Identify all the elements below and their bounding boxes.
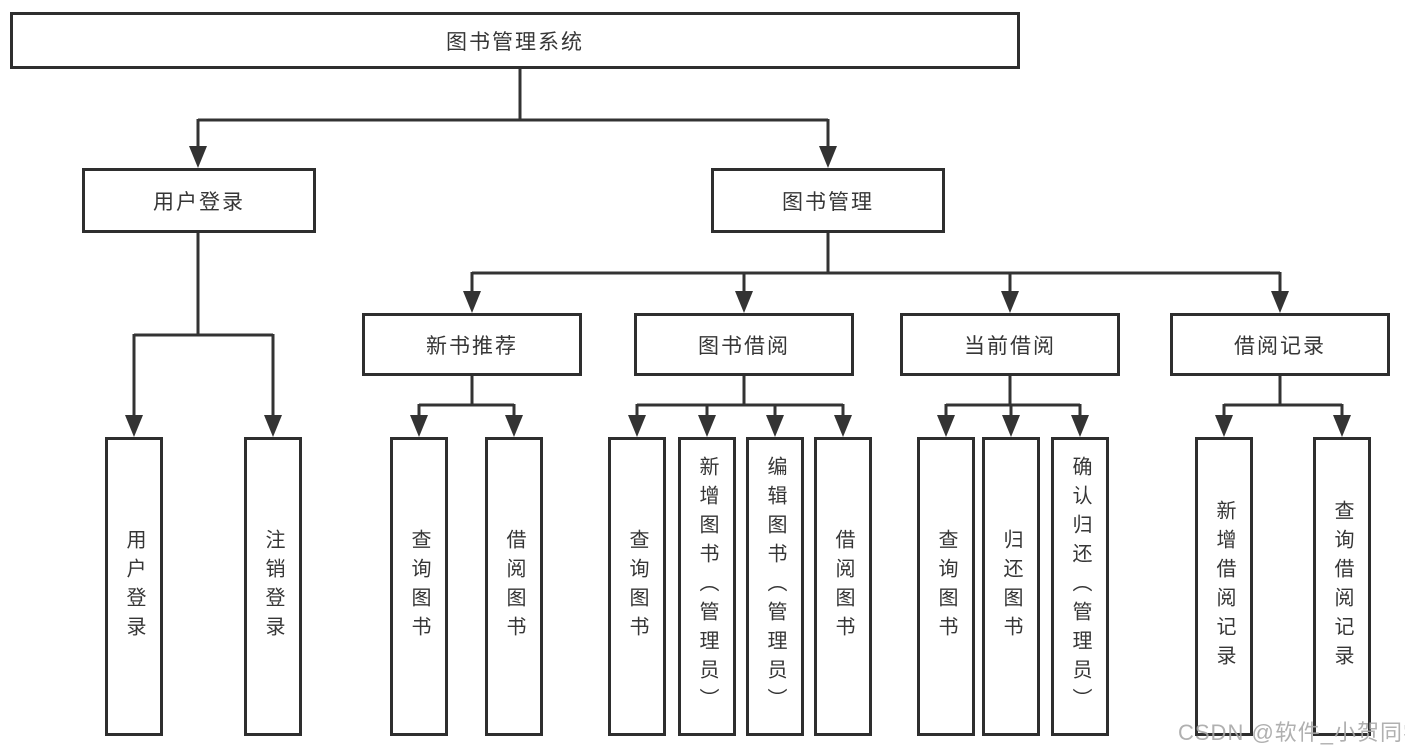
leaf-query-books-current: 查询图书 <box>917 437 975 736</box>
leaf-query-books-recommend: 查询图书 <box>390 437 448 736</box>
node-new-book-recommend: 新书推荐 <box>362 313 582 376</box>
csdn-watermark: CSDN @软件_小贺同学 <box>1178 720 1405 745</box>
node-current-borrow: 当前借阅 <box>900 313 1120 376</box>
node-label: 新书推荐 <box>426 334 518 358</box>
node-label: 图书借阅 <box>698 334 790 358</box>
node-book-management: 图书管理 <box>711 168 945 233</box>
node-label: 新增图书（管理员） <box>696 456 718 717</box>
node-label: 归还图书 <box>1000 528 1022 645</box>
node-label: 查询图书 <box>935 528 957 645</box>
node-label: 查询图书 <box>626 528 648 645</box>
node-label: 用户登录 <box>123 528 145 645</box>
node-library-management-system: 图书管理系统 <box>10 12 1020 69</box>
leaf-query-books-borrow: 查询图书 <box>608 437 666 736</box>
leaf-return-books: 归还图书 <box>982 437 1040 736</box>
node-label: 借阅图书 <box>503 528 525 645</box>
leaf-borrow-books-recommend: 借阅图书 <box>485 437 543 736</box>
leaf-query-borrow-record: 查询借阅记录 <box>1313 437 1371 736</box>
leaf-confirm-return-admin: 确认归还（管理员） <box>1051 437 1109 736</box>
node-label: 图书管理 <box>782 190 874 214</box>
node-label: 编辑图书（管理员） <box>764 456 786 717</box>
node-label: 确认归还（管理员） <box>1069 456 1091 717</box>
node-label: 查询图书 <box>408 528 430 645</box>
node-label: 查询借阅记录 <box>1331 499 1353 674</box>
leaf-add-books-admin: 新增图书（管理员） <box>678 437 736 736</box>
node-label: 借阅记录 <box>1234 334 1326 358</box>
leaf-add-borrow-record: 新增借阅记录 <box>1195 437 1253 736</box>
leaf-user-login: 用户登录 <box>105 437 163 736</box>
node-user-login: 用户登录 <box>82 168 316 233</box>
node-label: 图书管理系统 <box>446 30 584 54</box>
leaf-logout: 注销登录 <box>244 437 302 736</box>
node-label: 借阅图书 <box>832 528 854 645</box>
node-book-borrow: 图书借阅 <box>634 313 854 376</box>
leaf-edit-books-admin: 编辑图书（管理员） <box>746 437 804 736</box>
node-label: 用户登录 <box>153 190 245 214</box>
node-label: 当前借阅 <box>964 334 1056 358</box>
leaf-borrow-books: 借阅图书 <box>814 437 872 736</box>
node-borrow-records: 借阅记录 <box>1170 313 1390 376</box>
node-label: 新增借阅记录 <box>1213 499 1235 674</box>
node-label: 注销登录 <box>262 528 284 645</box>
